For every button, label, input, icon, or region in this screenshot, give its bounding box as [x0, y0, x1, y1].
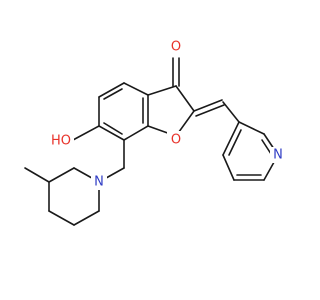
bond-c7-c7a [123, 125, 149, 141]
bond-py-c4-c3 [222, 121, 240, 156]
ketone-oxygen-bg [167, 38, 185, 56]
ketone-oxygen-label: O [171, 40, 181, 55]
bond-c6-c7-inner [103, 122, 123, 135]
bond-c4-c5 [98, 82, 125, 98]
piperidine-nitrogen-bg [91, 174, 107, 190]
bond-methine-pyridine [222, 101, 240, 123]
molecule-drawing: O O HO N N [24, 38, 286, 226]
piperidine-nitrogen-label: N [94, 175, 104, 190]
bond-py-c5-c4 [222, 154, 235, 181]
bond-c3a-c4 [123, 82, 149, 96]
pyridine-nitrogen-label: N [273, 148, 283, 163]
bond-c3a-c3 [147, 85, 177, 96]
bond-pip-c2-c3 [48, 167, 75, 183]
bond-c2-methine-b [195, 104, 225, 117]
bond-pip-methyl [24, 167, 50, 183]
structure-diagram: O O HO N N [24, 38, 286, 226]
bond-c2-methine-a [193, 99, 223, 112]
bond-c6-c7 [98, 125, 125, 141]
bond-pip-c4-c5 [48, 210, 75, 226]
hydroxyl-label: HO [51, 134, 71, 149]
bond-c4-c5-inner [103, 88, 123, 100]
ring-oxygen-bg [167, 131, 185, 149]
bond-c6-oh [72, 125, 100, 141]
bond-py-c3-c2 [238, 121, 265, 135]
bond-py-c4-c3-inner [228, 129, 242, 156]
bond-pip-c5-c6 [73, 210, 100, 226]
hydroxyl-bg [48, 132, 74, 150]
pyridine-nitrogen-bg [270, 147, 286, 163]
bond-c3-c2 [175, 85, 195, 112]
ring-oxygen-label: O [171, 133, 181, 148]
